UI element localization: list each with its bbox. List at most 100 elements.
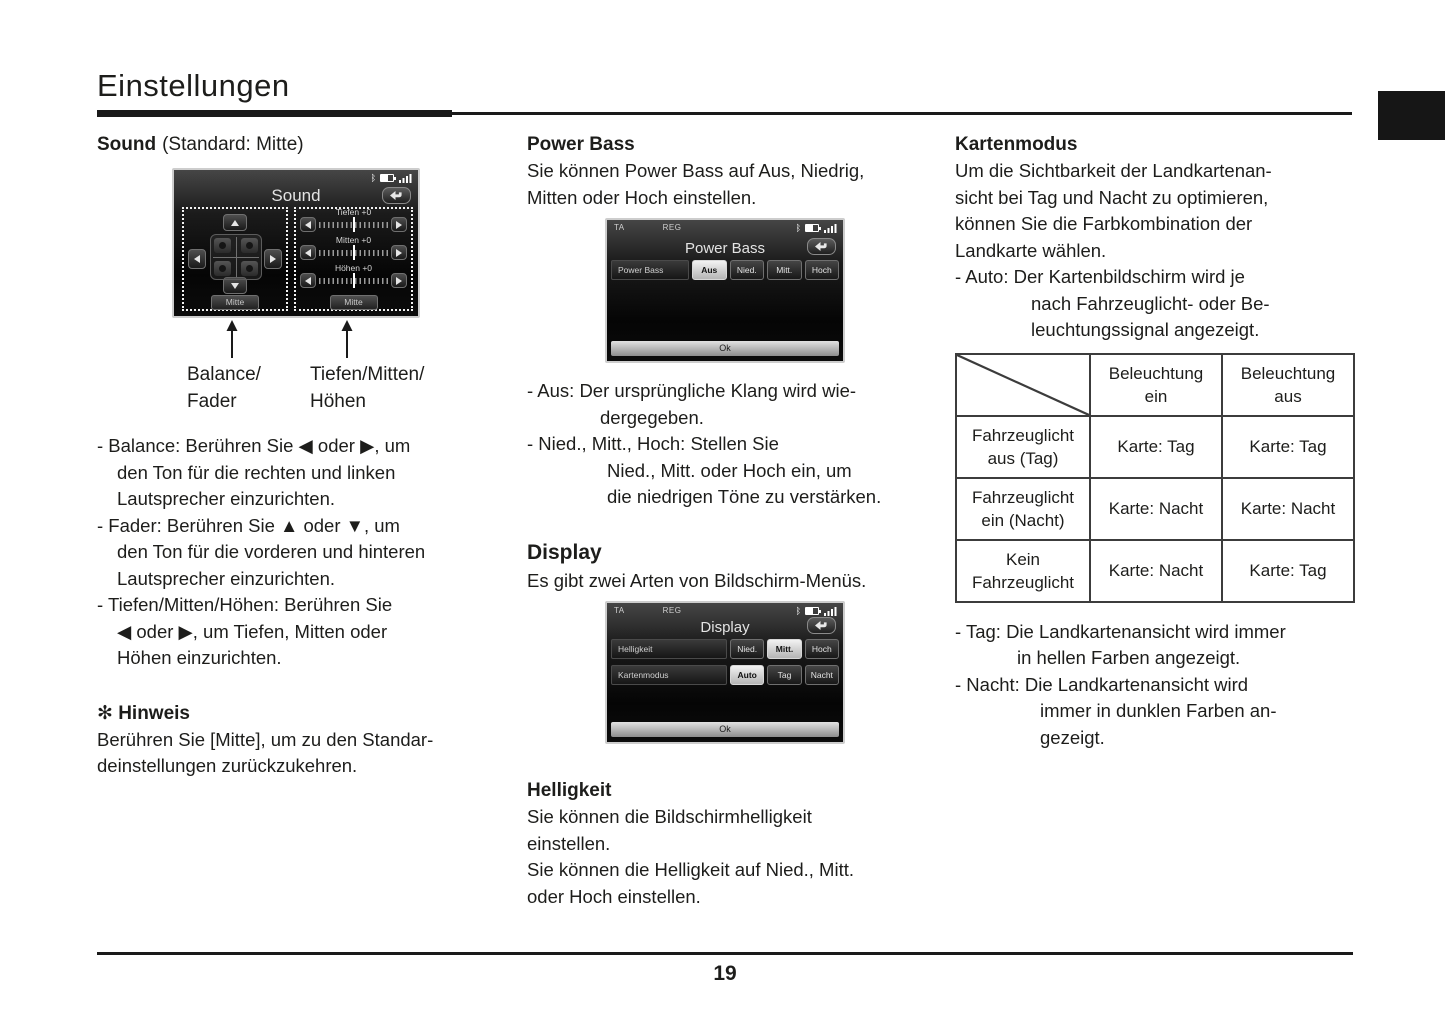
- ta-indicator: TA: [614, 605, 625, 615]
- callout-balance-fader: Balance/ Fader: [187, 364, 261, 412]
- screen-title: Display: [700, 619, 750, 636]
- mitten-label: Mitten +0: [335, 235, 372, 245]
- sound-screenshot: ᛒ Sound Mitte Tiefen +0: [172, 168, 420, 318]
- hoehen-track: [319, 276, 388, 285]
- powerbass-aus-button: Aus: [692, 260, 727, 280]
- helligkeit-nied-button: Nied.: [730, 639, 765, 659]
- tiefen-plus-button: [391, 217, 407, 232]
- powerbass-screenshot: TA REG ᛒ Power Bass Power Bass Aus Nied.…: [605, 218, 845, 363]
- kartenmodus-section: Kartenmodus Um die Sichtbarkeit der Land…: [955, 131, 1357, 751]
- status-bar: TA REG ᛒ: [614, 605, 837, 617]
- back-icon: [382, 187, 411, 204]
- powerbass-nied-button: Nied.: [729, 260, 764, 280]
- tone-panel: Tiefen +0 Mitten +0 Hö: [294, 207, 413, 311]
- helligkeit-hoch-button: Hoch: [804, 639, 839, 659]
- page-title: Einstellungen: [97, 68, 290, 103]
- powerbass-row-label: Power Bass: [611, 260, 689, 280]
- table-diagonal-cell: [955, 352, 1091, 417]
- bluetooth-icon: ᛒ: [370, 172, 376, 183]
- signal-icon: [824, 606, 837, 616]
- reg-indicator: REG: [662, 605, 682, 615]
- display-heading: Display: [527, 540, 602, 564]
- powerbass-mitt-button: Mitt.: [767, 260, 802, 280]
- powerbass-display-section: Power Bass Sie können Power Bass auf Aus…: [527, 131, 929, 910]
- hoehen-slider: Höhen +0: [300, 263, 407, 288]
- ok-button: Ok: [611, 722, 839, 737]
- footer-rule: [97, 952, 1353, 955]
- callout-arrow-icon: [341, 320, 353, 358]
- callouts: Balance/ Fader Tiefen/Mitten/ Höhen: [97, 320, 499, 417]
- hoehen-plus-button: [391, 273, 407, 288]
- table-header-beleuchtung-aus: Beleuchtung aus: [1221, 352, 1355, 417]
- kartenmodus-intro: Um die Sichtbarkeit der Landkartenan- si…: [955, 160, 1272, 261]
- powerbass-heading: Power Bass: [527, 134, 635, 155]
- signal-icon: [824, 223, 837, 233]
- table-header-beleuchtung-ein: Beleuchtung ein: [1089, 352, 1223, 417]
- sound-heading-bold: Sound: [97, 134, 157, 155]
- hoehen-minus-button: [300, 273, 316, 288]
- tone-mitte-button: Mitte: [329, 295, 378, 310]
- balance-mitte-button: Mitte: [211, 295, 259, 310]
- tiefen-slider: Tiefen +0: [300, 207, 407, 232]
- fader-up-button: [223, 214, 247, 231]
- back-icon: [807, 617, 836, 634]
- display-intro: Es gibt zwei Arten von Bildschirm-Menüs.: [527, 569, 867, 591]
- helligkeit-option-row: Helligkeit Nied. Mitt. Hoch: [611, 639, 839, 659]
- tiefen-label: Tiefen +0: [335, 207, 372, 217]
- ok-button: Ok: [611, 341, 839, 356]
- balance-right-button: [264, 249, 282, 269]
- speaker-grid-icon: [210, 234, 262, 280]
- powerbass-hoch-button: Hoch: [804, 260, 839, 280]
- kartenmodus-bullet-list: - Tag: Die Landkartenansicht wird immer …: [955, 620, 1286, 748]
- title-underline-thin: [452, 112, 1352, 115]
- hoehen-label: Höhen +0: [334, 263, 373, 273]
- display-screenshot: TA REG ᛒ Display Helligkeit Nied. Mitt. …: [605, 601, 845, 744]
- status-bar: TA REG ᛒ: [614, 222, 837, 234]
- callout-arrow-icon: [226, 320, 238, 358]
- auto-bullet: - Auto: Der Kartenbildschirm wird je nac…: [955, 266, 1270, 340]
- page-number: 19: [713, 962, 737, 985]
- sound-heading: Sound(Standard: Mitte): [97, 131, 499, 158]
- powerbass-bullet-list: - Aus: Der ursprüngliche Klang wird wie-…: [527, 380, 882, 507]
- helligkeit-text: Sie können die Bildschirmhelligkeit eins…: [527, 806, 855, 907]
- status-bar: ᛒ: [181, 172, 412, 184]
- sound-heading-normal: (Standard: Mitte): [162, 134, 304, 155]
- kartenmodus-row-label: Kartenmodus: [611, 665, 727, 685]
- hinweis-note: ✻ Hinweis Berühren Sie [Mitte], um zu de…: [97, 702, 434, 777]
- helligkeit-heading: Helligkeit: [527, 780, 612, 801]
- ta-indicator: TA: [614, 222, 625, 232]
- battery-icon: [805, 607, 821, 615]
- signal-icon: [399, 173, 412, 183]
- note-title: Hinweis: [118, 702, 191, 724]
- screen-title: Power Bass: [684, 240, 766, 257]
- reg-indicator: REG: [662, 222, 682, 232]
- helligkeit-mitt-button: Mitt.: [767, 639, 802, 659]
- balance-left-button: [188, 249, 206, 269]
- up-triangle-icon: [231, 219, 239, 226]
- bluetooth-icon: ᛒ: [795, 222, 801, 233]
- battery-icon: [380, 174, 396, 182]
- sound-section: Sound(Standard: Mitte) ᛒ Sound: [97, 131, 499, 780]
- left-triangle-icon: [194, 255, 200, 263]
- kartenmodus-table: Beleuchtung ein Beleuchtung aus Fahrzeug…: [955, 352, 1355, 603]
- helligkeit-row-label: Helligkeit: [611, 639, 727, 659]
- tiefen-minus-button: [300, 217, 316, 232]
- down-triangle-icon: [231, 282, 239, 289]
- kartenmodus-tag-button: Tag: [767, 665, 802, 685]
- tiefen-track: [319, 220, 388, 229]
- mitten-minus-button: [300, 245, 316, 260]
- callout-tiefen-mitten-hoehen: Tiefen/Mitten/ Höhen: [310, 364, 425, 412]
- title-underline-thick: [97, 110, 452, 117]
- fader-down-button: [223, 277, 247, 294]
- chapter-edge-tab: [1378, 91, 1445, 140]
- right-triangle-icon: [270, 255, 276, 263]
- powerbass-intro: Sie können Power Bass auf Aus, Niedrig, …: [527, 160, 865, 208]
- screen-title: Sound: [271, 186, 321, 205]
- balance-fader-panel: Mitte: [182, 207, 288, 311]
- kartenmodus-auto-button: Auto: [730, 665, 765, 685]
- note-asterisk-icon: ✻: [97, 702, 113, 724]
